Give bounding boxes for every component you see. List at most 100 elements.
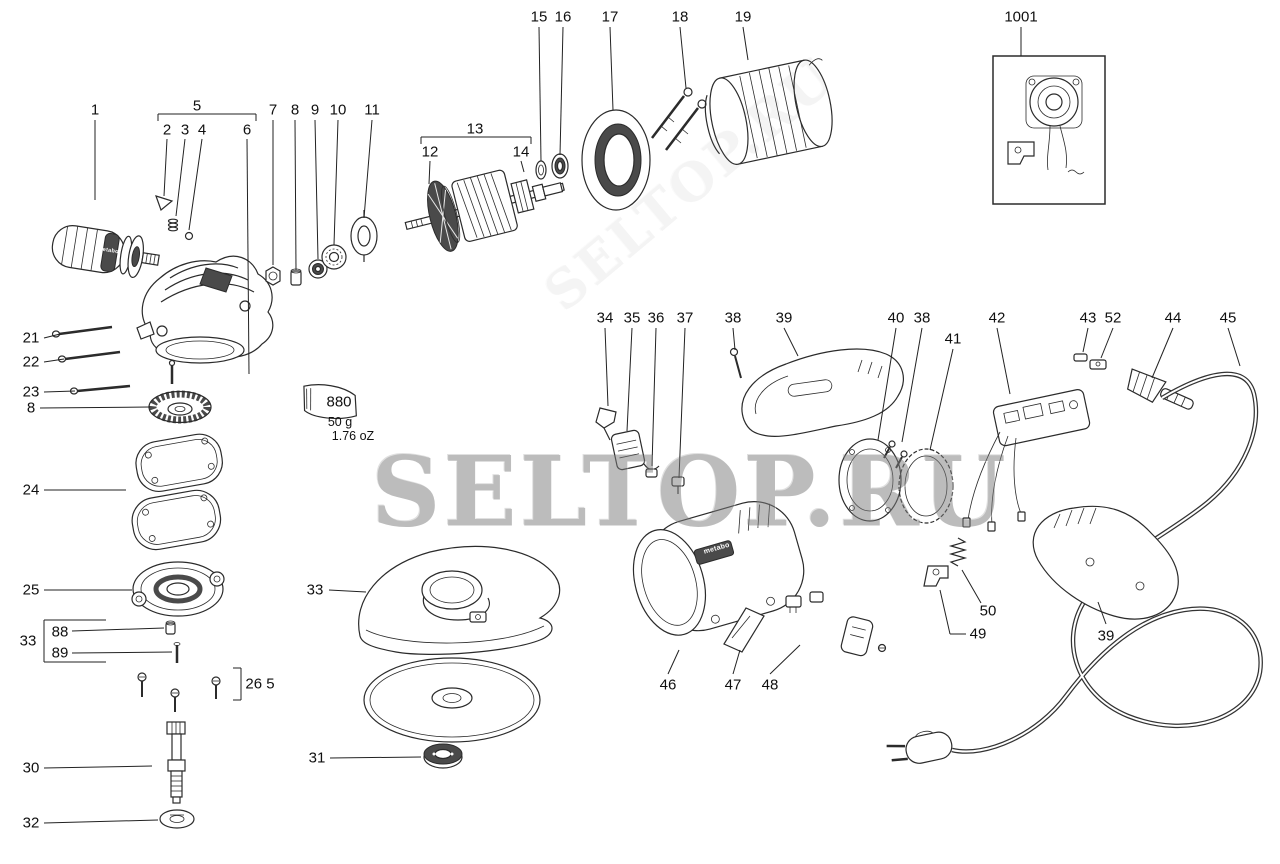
part-label-23: 23 — [22, 383, 40, 401]
leader-line — [1082, 327, 1089, 353]
rear-screws-drawing — [883, 440, 908, 469]
washer-drawing — [159, 809, 195, 829]
armature-drawing — [404, 169, 565, 252]
leader-line — [175, 138, 186, 217]
bearing-shield-drawing — [838, 438, 902, 522]
part-label-8: 8 — [290, 101, 300, 119]
switch-parts-drawing — [595, 407, 685, 494]
bearing-flange-drawing — [131, 561, 225, 617]
part-label-42: 42 — [988, 309, 1006, 327]
leader-line — [1227, 327, 1241, 367]
leader-line — [679, 26, 687, 89]
part-label-34: 34 — [596, 309, 614, 327]
leader-line — [929, 348, 954, 451]
part-label-17: 17 — [601, 8, 619, 26]
leader-line — [163, 138, 168, 197]
spindle-drawing — [166, 721, 186, 804]
part-label-38: 38 — [724, 309, 742, 327]
leader-line — [520, 160, 525, 173]
part-label-40: 40 — [887, 309, 905, 327]
part-label-35: 35 — [623, 309, 641, 327]
part-label-39: 39 — [1097, 627, 1115, 645]
brush-parts-drawing — [785, 591, 887, 657]
leader-line — [43, 390, 76, 393]
leader-line — [678, 327, 686, 479]
part-label-36: 36 — [647, 309, 665, 327]
leader-line — [71, 651, 173, 654]
name-plate-drawing — [723, 607, 765, 653]
leader-line — [363, 119, 373, 219]
side-handle-drawing — [51, 225, 160, 279]
part-label-33: 33 — [306, 581, 324, 599]
wheel-guard-drawing — [358, 545, 561, 655]
part-label-37: 37 — [676, 309, 694, 327]
stator-coil-drawing — [704, 58, 833, 165]
leader-line — [39, 406, 151, 409]
cord-clamp-drawing — [1073, 353, 1107, 370]
part-label-88: 88 — [51, 623, 69, 641]
part-label-32: 32 — [22, 814, 40, 832]
part-label-8: 8 — [26, 399, 36, 417]
electronics-module-drawing — [962, 389, 1091, 532]
part-label-5: 5 — [192, 97, 202, 115]
part-label-50: 50 — [979, 602, 997, 620]
part-label-24: 24 — [22, 481, 40, 499]
part-label-48: 48 — [761, 676, 779, 694]
part-label-44: 44 — [1164, 309, 1182, 327]
motor-housing-drawing — [632, 500, 805, 636]
part-label-46: 46 — [659, 676, 677, 694]
part-label-2: 2 — [162, 121, 172, 139]
part-label-18: 18 — [671, 8, 689, 26]
part-label-11: 11 — [364, 101, 380, 119]
sealing-ring-drawing — [898, 448, 954, 524]
part-label-50-g: 50 g — [327, 414, 353, 429]
leader-line — [901, 327, 923, 443]
bevel-gear-drawing — [148, 390, 212, 424]
leader-line — [742, 26, 749, 61]
leader-line — [188, 138, 203, 231]
part-label-3: 3 — [180, 121, 190, 139]
leader-line — [609, 26, 614, 111]
leader-line — [604, 327, 609, 407]
part-label-1.76-oZ: 1.76 oZ — [331, 428, 375, 443]
leader-line — [1100, 327, 1114, 359]
pin-drawing — [168, 359, 176, 384]
clamping-nut-drawing — [423, 743, 463, 769]
grinding-wheel-drawing — [363, 657, 541, 743]
part-label-47: 47 — [724, 676, 742, 694]
part-label-12: 12 — [421, 143, 439, 161]
leader-line — [246, 138, 250, 375]
leader-line — [961, 569, 982, 604]
handle-screw-drawing — [729, 347, 742, 379]
spindle-nut-and-bearings-drawing — [265, 210, 378, 286]
part-label-15: 15 — [530, 8, 548, 26]
leader-line — [651, 327, 657, 467]
part-label-13: 13 — [466, 120, 484, 138]
small-fasteners-drawing — [137, 620, 221, 712]
leader-line — [783, 327, 799, 357]
part-label-14: 14 — [512, 143, 530, 161]
leader-line — [43, 765, 153, 769]
part-label-7: 7 — [268, 101, 278, 119]
leader-line — [1097, 601, 1107, 625]
part-label-89: 89 — [51, 644, 69, 662]
part-label-43: 43 — [1079, 309, 1097, 327]
part-label-33: 33 — [19, 632, 37, 650]
key-and-spring-drawing — [155, 195, 194, 241]
gasket-lower-drawing — [131, 489, 222, 551]
leader-line — [1151, 327, 1174, 379]
part-label-9: 9 — [310, 101, 320, 119]
leader-line — [996, 327, 1011, 395]
part-label-19: 19 — [734, 8, 752, 26]
part-label-52: 52 — [1104, 309, 1122, 327]
leader-line — [314, 119, 319, 260]
part-label-26-5: 26 5 — [245, 675, 275, 693]
part-label-1001: 1001 — [1004, 8, 1038, 26]
part-label-39: 39 — [775, 309, 793, 327]
power-plug-drawing — [886, 730, 953, 764]
leader-line — [71, 627, 165, 632]
part-label-41: 41 — [944, 330, 962, 348]
part-label-880: 880 — [326, 393, 352, 411]
leader-line — [43, 819, 159, 824]
